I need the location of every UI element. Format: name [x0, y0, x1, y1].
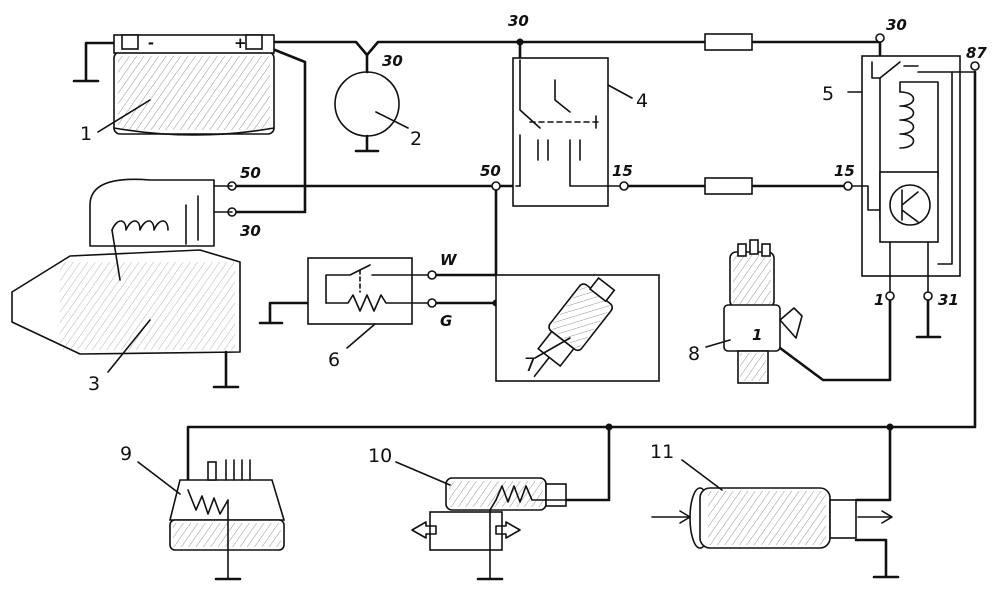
- starter-motor-icon: [11, 178, 241, 389]
- component-number-5: 5: [822, 83, 834, 105]
- battery-icon: - +: [113, 34, 275, 136]
- distributor-icon: [723, 239, 803, 384]
- fuel-pump-icon: [651, 487, 900, 579]
- leader-lines: [97, 84, 863, 495]
- lamp-icon: [334, 71, 400, 153]
- component-number-8: 8: [688, 343, 700, 365]
- component-number-7: 7: [524, 354, 536, 376]
- component-number-6: 6: [328, 349, 340, 371]
- cold-start-valve-icon: [495, 274, 660, 382]
- terminal-label-15-switch: 15: [612, 162, 633, 180]
- component-number-4: 4: [636, 90, 648, 112]
- battery-minus: -: [148, 34, 154, 52]
- fuse-icon: [704, 177, 753, 195]
- wiring: [72, 40, 977, 502]
- terminal-label-g: G: [440, 312, 452, 330]
- auxiliary-air-valve-icon: [168, 459, 286, 581]
- terminal-label-1-relay: 1: [874, 291, 884, 309]
- terminal-label-15-relay: 15: [834, 162, 855, 180]
- terminal-label-1-distributor: 1: [752, 326, 762, 344]
- component-numbers: 1 2 3 4 5 6 7 8 9 10 11: [80, 83, 834, 467]
- terminal-points: [227, 33, 980, 308]
- component-number-2: 2: [410, 128, 422, 150]
- terminal-label-50-starter: 50: [240, 164, 261, 182]
- terminal-labels: 30 30 30 87 50 30 50 15 15 1 31 1 W G: [240, 12, 987, 344]
- component-number-11: 11: [650, 441, 674, 463]
- terminal-label-50-switch: 50: [480, 162, 501, 180]
- battery-plus: +: [234, 34, 247, 52]
- relay-icon: [851, 55, 976, 293]
- terminal-label-30-lamp: 30: [382, 52, 403, 70]
- component-number-10: 10: [368, 445, 392, 467]
- fuse-icon: [704, 33, 753, 51]
- component-number-1: 1: [80, 123, 92, 145]
- terminal-label-30-relay: 30: [886, 16, 907, 34]
- terminal-label-87: 87: [966, 44, 987, 62]
- terminal-label-31: 31: [938, 291, 959, 309]
- ignition-switch-icon: [512, 57, 621, 207]
- thermo-time-switch-icon: [307, 257, 429, 325]
- component-number-3: 3: [88, 373, 100, 395]
- terminal-label-30-starter: 30: [240, 222, 261, 240]
- terminal-label-30-top: 30: [508, 12, 529, 30]
- component-number-9: 9: [120, 443, 132, 465]
- terminal-label-w: W: [440, 251, 458, 269]
- warm-up-regulator-icon: [411, 477, 567, 581]
